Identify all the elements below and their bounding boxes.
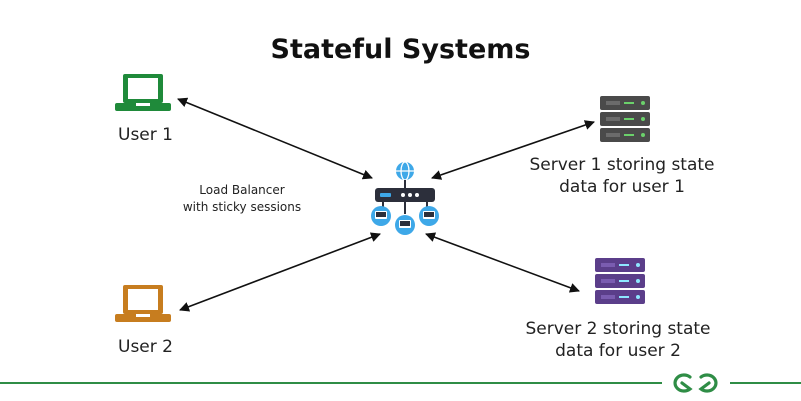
server-icon-1 — [600, 96, 650, 142]
server2-label-line2: data for user 2 — [555, 341, 681, 361]
laptop-icon-user1 — [115, 74, 171, 111]
server-icon-2 — [595, 258, 645, 304]
load-balancer-label-line2: with sticky sessions — [182, 200, 302, 214]
arrow-lb-server1 — [431, 120, 595, 180]
user1-label: User 1 — [118, 125, 173, 145]
load-balancer-label-line1: Load Balancer — [199, 183, 285, 197]
laptop-icon-user2 — [115, 285, 171, 322]
load-balancer-label: Load Balancer with sticky sessions — [172, 182, 312, 216]
gfg-logo-icon — [673, 373, 718, 393]
arrow-user1-lb — [177, 97, 373, 180]
user2-label: User 2 — [118, 337, 173, 357]
server2-label-line1: Server 2 storing state — [525, 319, 711, 339]
server2-label: Server 2 storing state data for user 2 — [512, 318, 724, 362]
diagram-title: Stateful Systems — [270, 34, 531, 65]
load-balancer-icon — [371, 161, 439, 235]
server1-label: Server 1 storing state data for user 1 — [520, 154, 724, 198]
server1-label-line1: Server 1 storing state — [529, 155, 715, 175]
arrow-lb-server2 — [425, 232, 580, 293]
arrow-user2-lb — [179, 232, 381, 312]
server1-label-line2: data for user 1 — [559, 177, 685, 197]
